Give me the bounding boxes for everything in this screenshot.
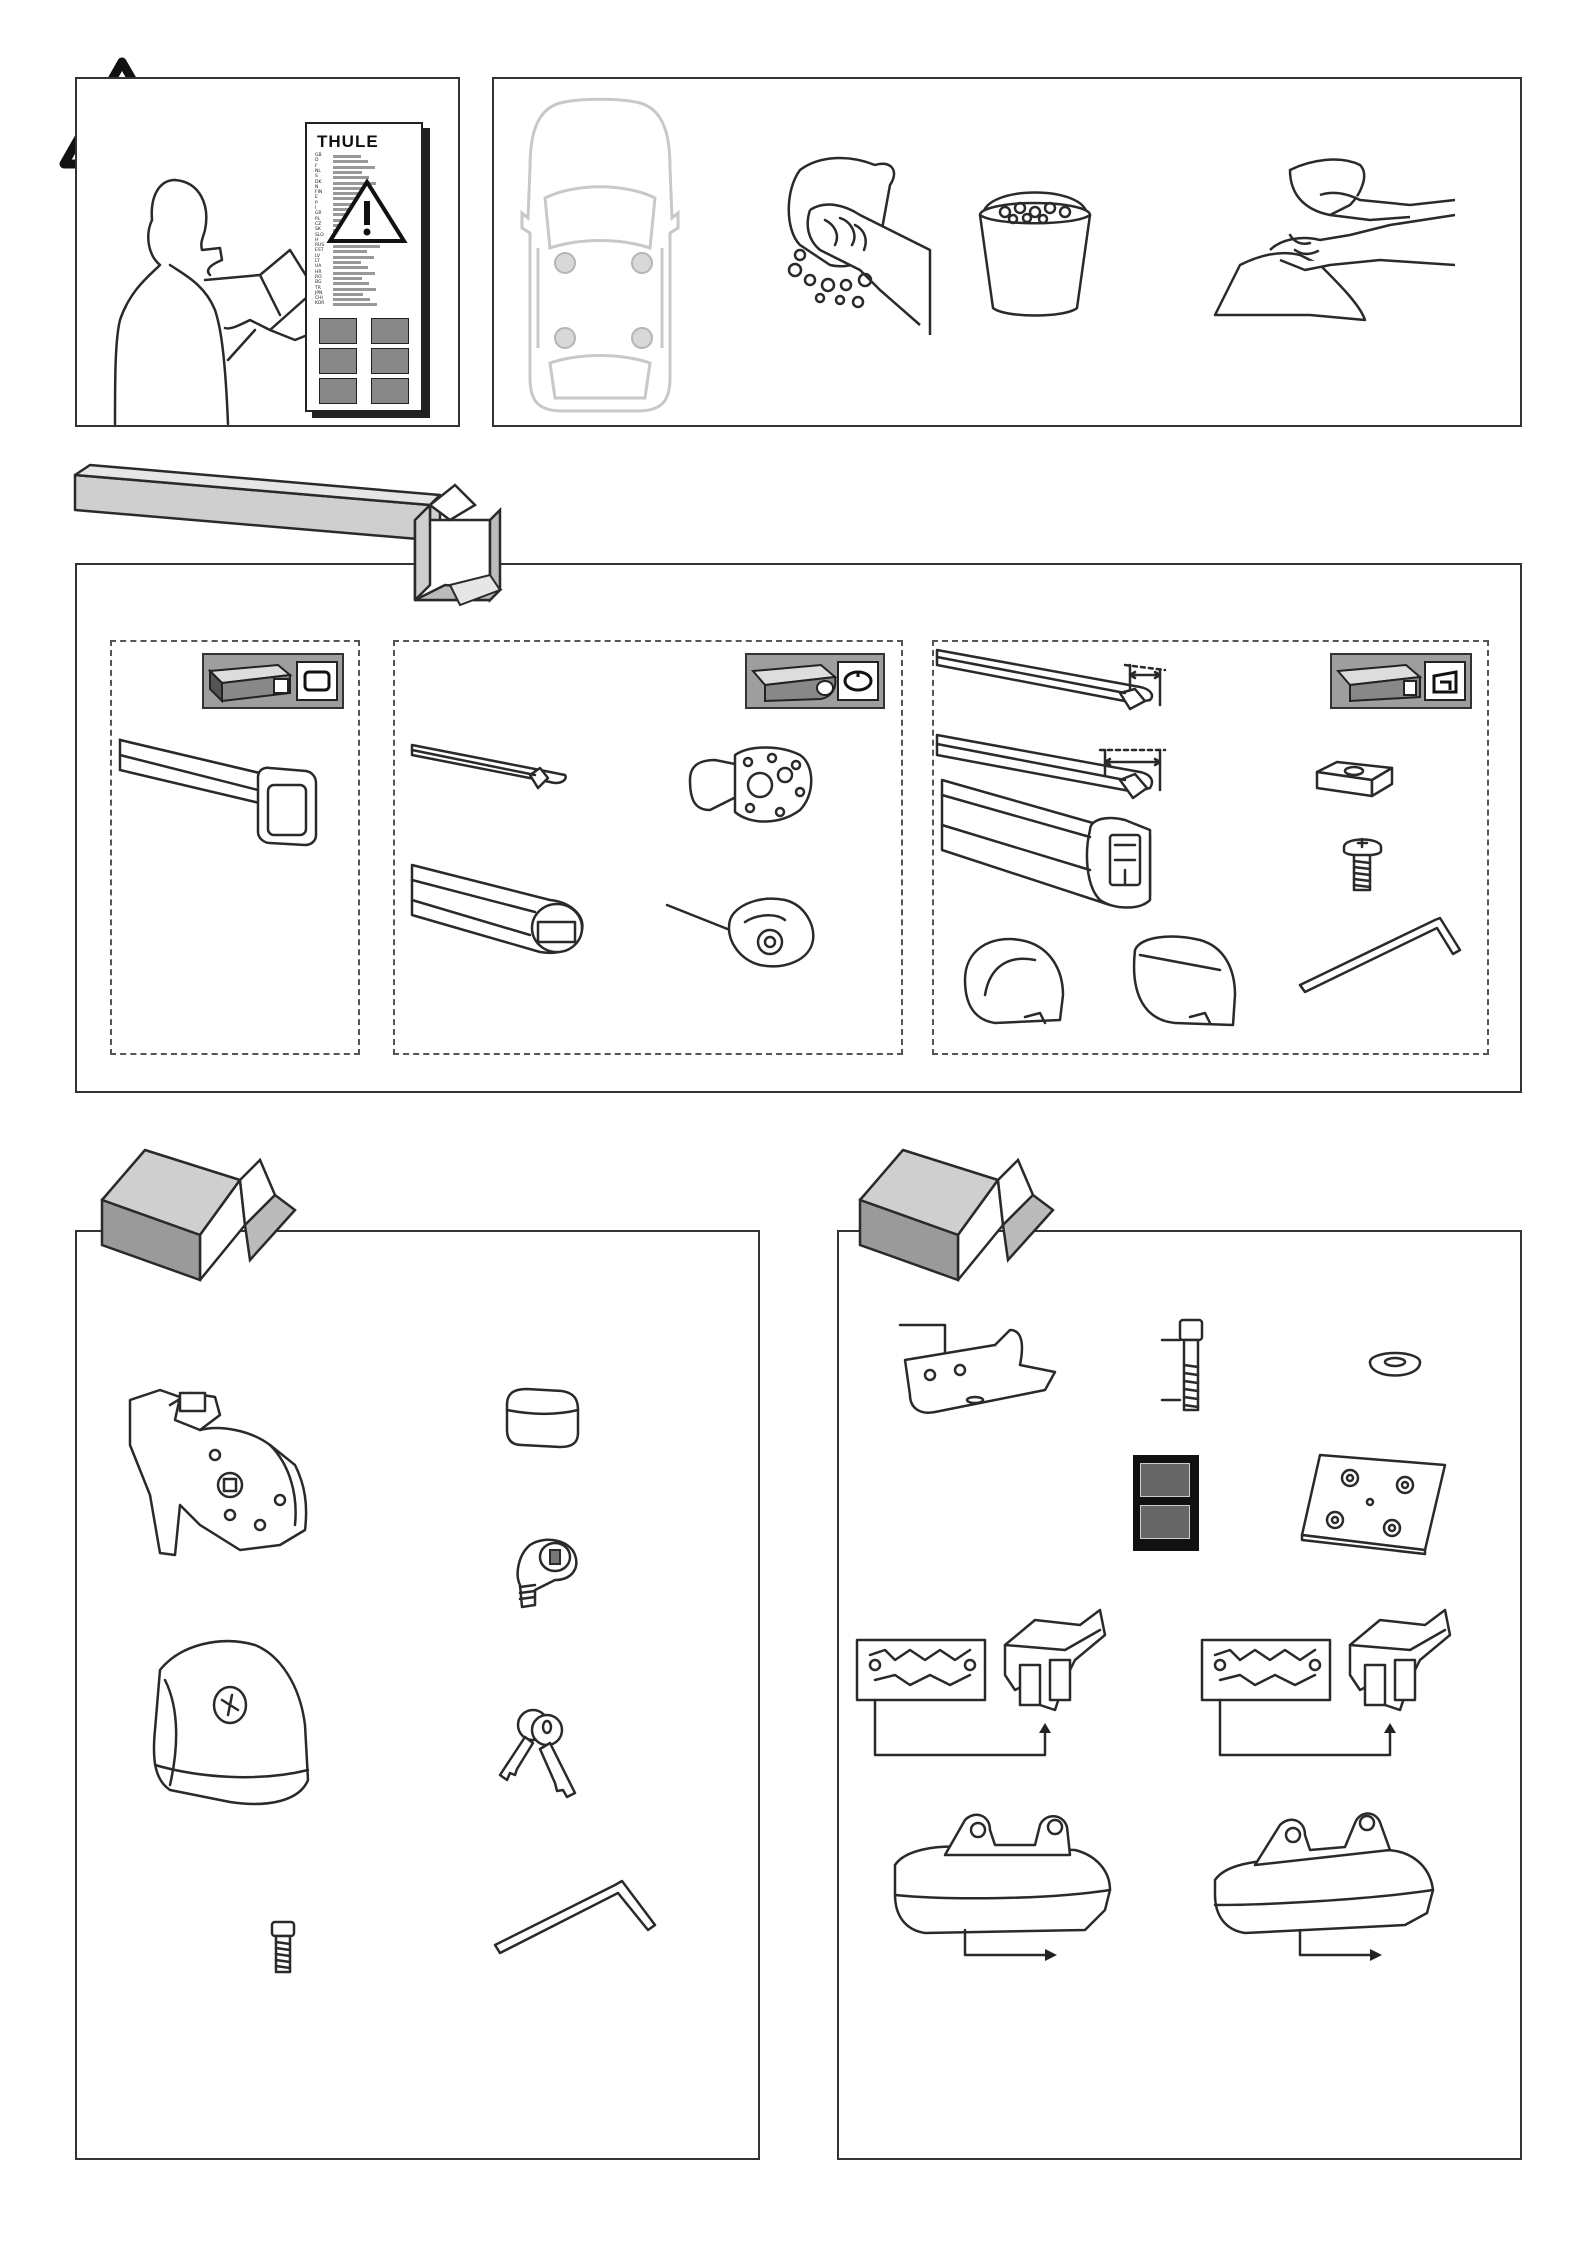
manual-language-row: LV: [315, 255, 415, 260]
manual-language-code: TR: [315, 286, 321, 291]
manual-language-row: CHI: [315, 297, 415, 302]
foot-pad-right-illustration: [1205, 1805, 1440, 1980]
manual-language-row: BG: [315, 281, 415, 286]
manual-thumb: [319, 318, 357, 344]
bar-box-package-illustration: [70, 465, 510, 610]
foot-pad-left-illustration: [885, 1805, 1115, 1985]
manual-language-row: RO: [315, 276, 415, 281]
manual-text-bar: [333, 256, 374, 259]
manual-text-bar: [333, 245, 380, 248]
square-bar-illustration: [118, 735, 318, 850]
allen-key-small-illustration: [1295, 910, 1465, 995]
dry-cloth-illustration: [1210, 155, 1460, 325]
fit-bolt-illustration: [1160, 1315, 1220, 1415]
manual-language-row: EST: [315, 249, 415, 254]
manual-text-bar: [333, 288, 376, 291]
manual-language-code: SLO: [315, 233, 324, 238]
manual-text-bar: [333, 250, 367, 253]
fit-kit-box-illustration: [858, 1145, 1058, 1285]
slot-rail-top-illustration: [935, 645, 1170, 720]
slot-end-cap-right-illustration: [1125, 925, 1240, 1030]
rubber-pad-plate-illustration: [1300, 1450, 1450, 1555]
square-bar-profile-icon: [202, 653, 344, 709]
fit-bracket-plate-illustration: [895, 1320, 1065, 1430]
foot-bracket-illustration: [120, 1385, 315, 1560]
manual-language-code: P: [315, 201, 318, 206]
manual-text-bar: [333, 282, 369, 285]
manual-language-code: BG: [315, 280, 322, 285]
manual-brand-text: THULE: [317, 132, 379, 152]
manual-language-code: LV: [315, 254, 320, 259]
rubber-washer-illustration: [1365, 1350, 1425, 1390]
manual-language-code: DK: [315, 180, 321, 185]
manual-language-row: RUS: [315, 244, 415, 249]
manual-language-row: HR: [315, 271, 415, 276]
slot-bar-profile-icon: [1330, 653, 1472, 709]
manual-language-code: HR: [315, 270, 322, 275]
bar-end-cap-cable-illustration: [665, 880, 820, 980]
lock-cover-cap-illustration: [502, 1385, 582, 1450]
car-top-view-illustration: [520, 98, 680, 413]
manual-text-bar: [333, 155, 361, 158]
manual-language-code: F: [315, 164, 318, 169]
manual-thumb: [319, 348, 357, 374]
bar-end-connector-illustration: [680, 740, 820, 830]
manual-language-code: UA: [315, 264, 321, 269]
wing-bar-profile-icon: [745, 653, 885, 709]
manual-text-bar: [333, 272, 375, 275]
manual-language-code: S: [315, 174, 318, 179]
foot-pack-box-illustration: [100, 1145, 300, 1285]
manual-text-bar: [333, 303, 377, 306]
manual-text-bar: [333, 160, 368, 163]
manual-warning-icon: [327, 179, 407, 244]
manual-text-bar: [333, 166, 375, 169]
manual-language-code: KOR: [315, 301, 324, 306]
allen-key-illustration: [490, 1875, 660, 1955]
slot-end-cap-left-illustration: [955, 925, 1070, 1030]
sponge-wash-illustration: [780, 150, 935, 335]
manual-language-row: D: [315, 159, 415, 164]
lock-cylinder-illustration: [510, 1535, 580, 1610]
manual-language-row: GB: [315, 154, 415, 159]
foot-pad-assembly-right-illustration: [1200, 1605, 1450, 1780]
keys-illustration: [495, 1705, 585, 1805]
manual-thumb: [371, 378, 409, 404]
foot-cover-illustration: [140, 1630, 310, 1810]
manual-text-bar: [333, 266, 368, 269]
water-bucket-illustration: [975, 190, 1095, 320]
manual-language-row: KOR: [315, 302, 415, 307]
foot-screw-illustration: [268, 1920, 298, 1975]
manual-language-code: E: [315, 195, 318, 200]
manual-text-bar: [333, 293, 363, 296]
square-nut-illustration: [1312, 760, 1397, 800]
wing-bar-slim-illustration: [410, 740, 570, 810]
manual-language-row: F: [315, 165, 415, 170]
manual-language-row: LT: [315, 260, 415, 265]
slot-bar-illustration: [940, 775, 1160, 915]
manual-language-row: UA: [315, 265, 415, 270]
manual-language-row: NL: [315, 170, 415, 175]
manual-language-row: JPN: [315, 292, 415, 297]
manual-language-row: TR: [315, 287, 415, 292]
manual-text-bar: [333, 298, 370, 301]
manual-text-bar: [333, 171, 362, 174]
manual-text-bar: [333, 277, 362, 280]
manual-language-code: PL: [315, 217, 320, 222]
foot-pad-assembly-left-illustration: [855, 1605, 1105, 1780]
screw-illustration: [1340, 833, 1385, 893]
manual-language-code: GR: [315, 211, 322, 216]
manual-thumb: [371, 348, 409, 374]
wing-bar-illustration: [410, 860, 585, 970]
manual-language-code: D: [315, 158, 318, 163]
manual-thumb: [371, 318, 409, 344]
manual-thumb: [319, 378, 357, 404]
manual-text-bar: [333, 261, 361, 264]
manual-language-code: EST: [315, 248, 323, 253]
instruction-sticker: [1133, 1455, 1199, 1551]
manual-language-code: SK: [315, 227, 321, 232]
